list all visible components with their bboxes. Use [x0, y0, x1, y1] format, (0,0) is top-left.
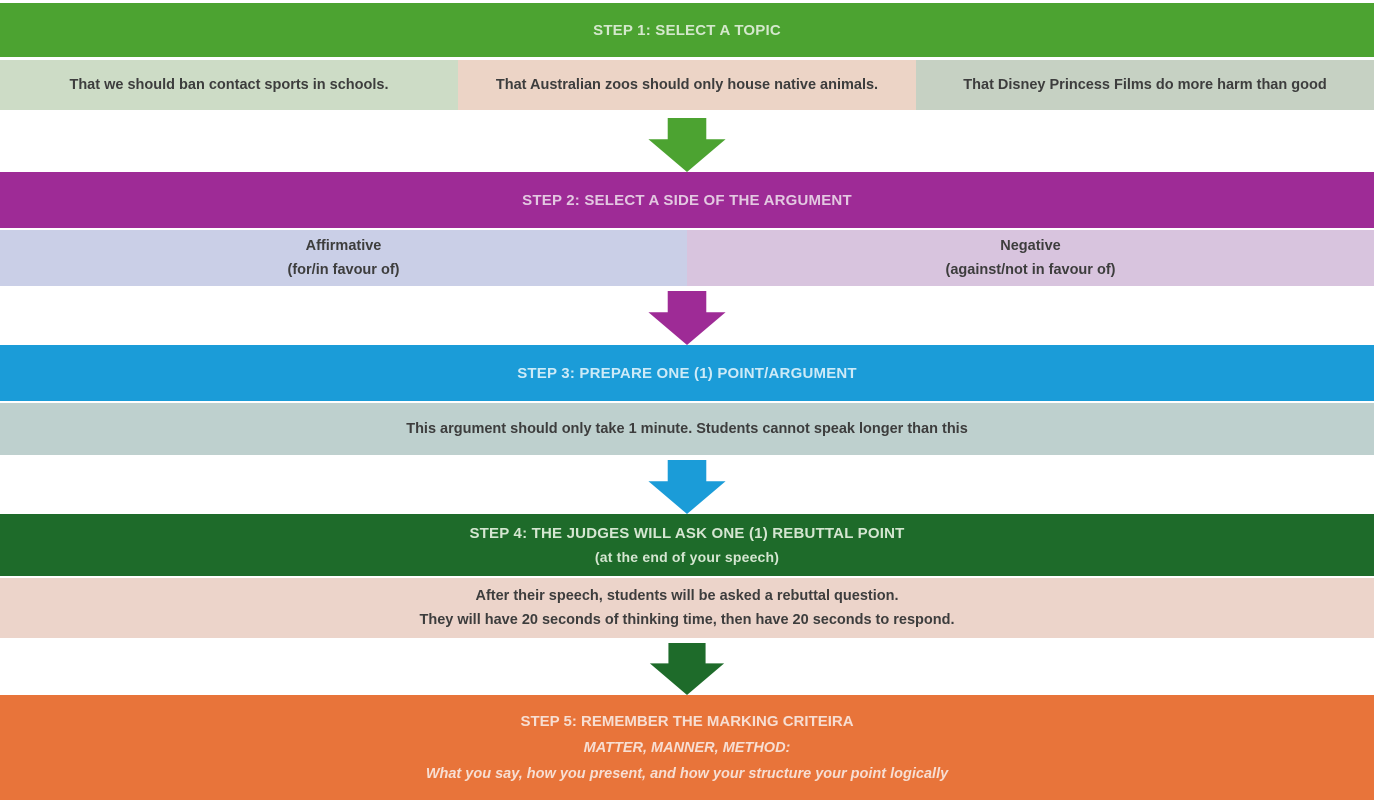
down-arrow-icon [648, 291, 726, 345]
arrow-step4-to-step5 [0, 638, 1374, 695]
step4-note-line2: They will have 20 seconds of thinking ti… [419, 612, 955, 628]
step5-line3: What you say, how you present, and how y… [425, 766, 949, 782]
arrow-step3-to-step4 [0, 455, 1374, 514]
side-affirmative-subtitle: (for/in favour of) [287, 262, 400, 278]
side-negative-title: Negative [1000, 238, 1061, 254]
topic-option-2: That Australian zoos should only house n… [458, 60, 916, 110]
step4-header-banner: STEP 4: THE JUDGES WILL ASK ONE (1) REBU… [0, 514, 1374, 576]
step5-banner: STEP 5: REMEMBER THE MARKING CRITEIRA MA… [0, 695, 1374, 800]
topic-option-1: That we should ban contact sports in sch… [0, 60, 458, 110]
step5-line1: STEP 5: REMEMBER THE MARKING CRITEIRA [520, 713, 854, 730]
down-arrow-icon [648, 118, 726, 172]
step5-line2: MATTER, MANNER, METHOD: [583, 740, 791, 756]
step4-header-label: STEP 4: THE JUDGES WILL ASK ONE (1) REBU… [469, 525, 905, 542]
step3-note: This argument should only take 1 minute.… [0, 403, 1374, 455]
topic-option-1-label: That we should ban contact sports in sch… [69, 77, 389, 93]
side-affirmative-title: Affirmative [305, 238, 382, 254]
arrow-step2-to-step3 [0, 286, 1374, 345]
step4-header-subtitle: (at the end of your speech) [594, 549, 780, 565]
step2-header-banner: STEP 2: SELECT A SIDE OF THE ARGUMENT [0, 172, 1374, 228]
topic-option-2-label: That Australian zoos should only house n… [495, 77, 879, 93]
down-arrow-icon [648, 460, 726, 514]
step3-header-label: STEP 3: PREPARE ONE (1) POINT/ARGUMENT [517, 364, 857, 382]
side-affirmative: Affirmative (for/in favour of) [0, 230, 687, 286]
side-negative: Negative (against/not in favour of) [687, 230, 1374, 286]
step1-header-label: STEP 1: SELECT A TOPIC [593, 21, 781, 39]
topic-option-3-label: That Disney Princess Films do more harm … [963, 77, 1327, 93]
step3-header-banner: STEP 3: PREPARE ONE (1) POINT/ARGUMENT [0, 345, 1374, 401]
down-arrow-icon [649, 643, 725, 695]
topic-option-3: That Disney Princess Films do more harm … [916, 60, 1374, 110]
step4-note: After their speech, students will be ask… [0, 578, 1374, 638]
step4-note-line1: After their speech, students will be ask… [475, 588, 899, 604]
step2-header-label: STEP 2: SELECT A SIDE OF THE ARGUMENT [522, 191, 852, 209]
step1-header-banner: STEP 1: SELECT A TOPIC [0, 3, 1374, 57]
step2-sides-row: Affirmative (for/in favour of) Negative … [0, 230, 1374, 286]
arrow-step1-to-step2 [0, 110, 1374, 172]
step1-topics-row: That we should ban contact sports in sch… [0, 60, 1374, 110]
step3-note-label: This argument should only take 1 minute.… [406, 421, 968, 437]
side-negative-subtitle: (against/not in favour of) [945, 262, 1116, 278]
